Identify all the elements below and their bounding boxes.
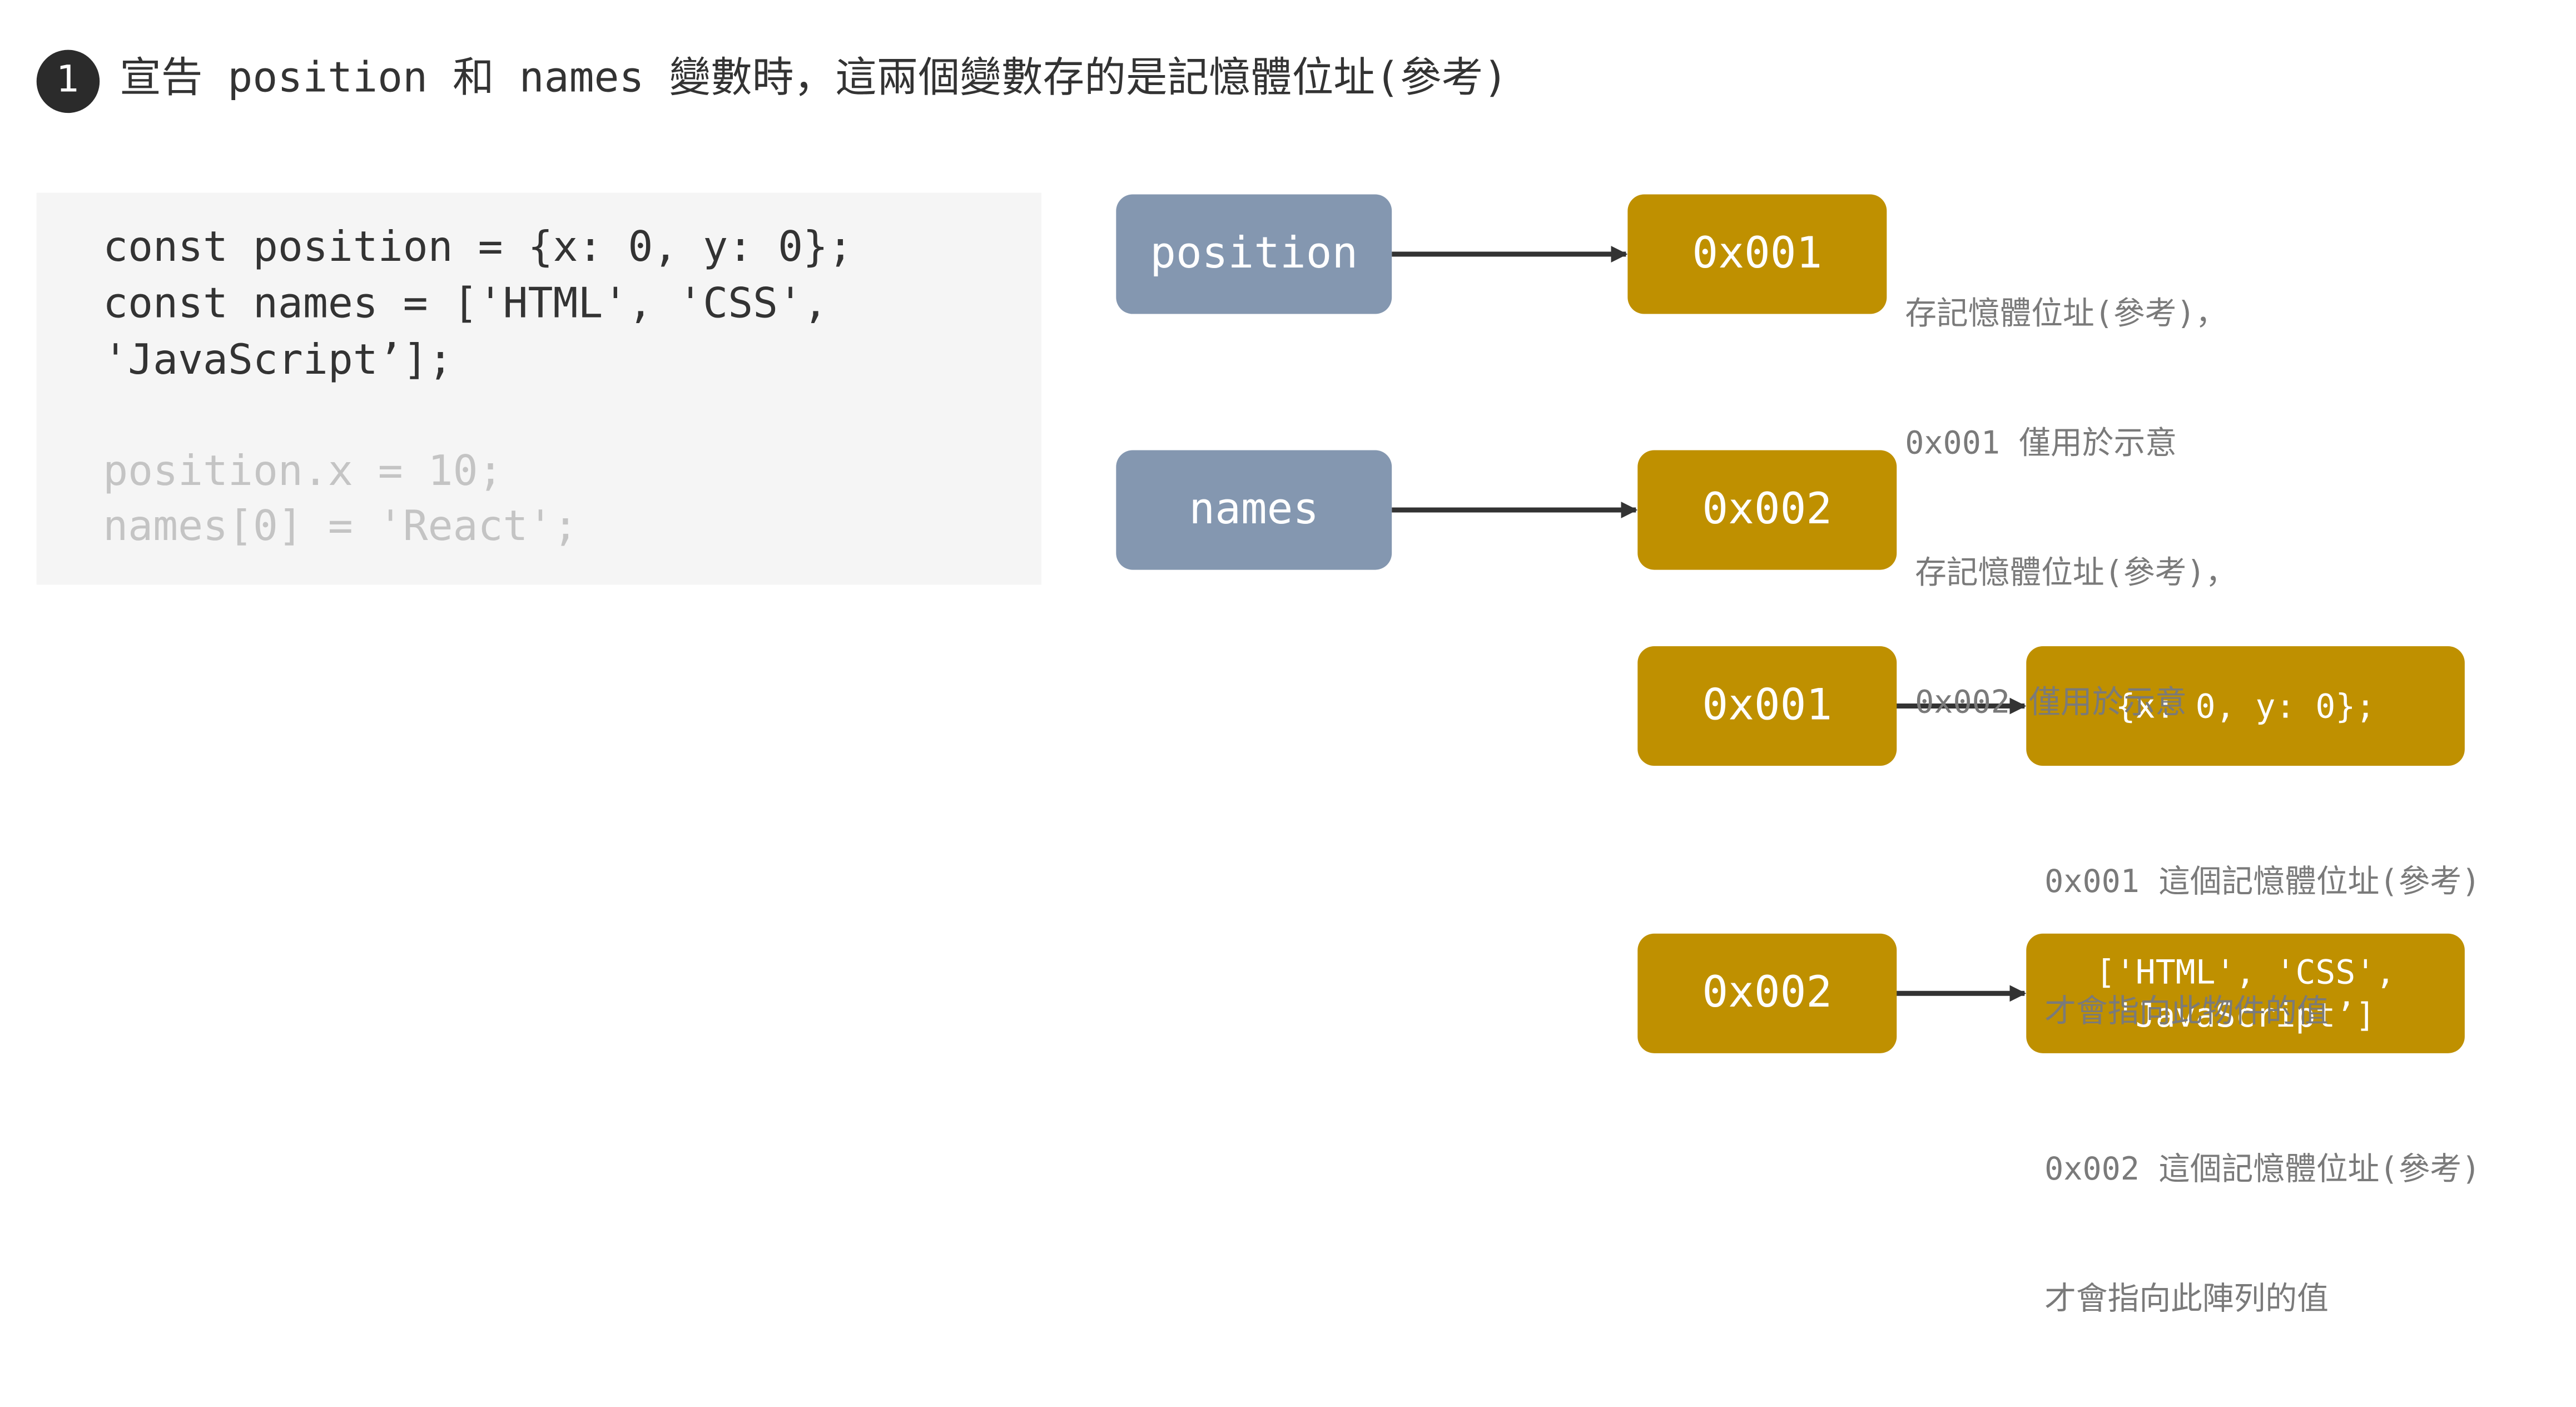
names-reference-note: 存記憶體位址(參考)， 0x002 僅用於示意 [1915,465,2237,810]
array-value-box: ['HTML', 'CSS', 'JavaScript’] [2026,933,2465,1053]
code-panel: const position = {x: 0, y: 0}; const nam… [36,192,1041,585]
array-value-line-2: 'JavaScript’] [2115,995,2376,1035]
variable-position-box: position [1116,194,1392,314]
code-line-3: 'JavaScript’]; [103,335,453,384]
variable-position-label: position [1150,229,1358,279]
variable-names-label: names [1189,485,1319,535]
note-line: 才會指向此物件的值 [2044,993,2329,1031]
arrow-layer [1392,246,2027,1002]
address-box-array: 0x002 [1637,933,1897,1053]
diagram-canvas: 1 宣告 position 和 names 變數時，這兩個變數存的是記憶體位址(… [36,49,2480,1317]
note-line: 才會指向此陣列的值 [2044,1281,2329,1317]
step-number-badge: 1 [36,49,100,113]
address-box-names: 0x002 [1637,450,1897,570]
object-value-label: {x: 0, y: 0}; [2115,686,2376,726]
note-line: 0x001 僅用於示意 [1905,425,2177,462]
address-box-position: 0x001 [1627,194,1887,314]
object-value-box: {x: 0, y: 0}; [2026,646,2465,766]
code-line-2: const names = ['HTML', 'CSS', [103,279,828,328]
code-line-1: const position = {x: 0, y: 0}; [103,222,853,271]
address-box-object: 0x001 [1637,646,1897,766]
position-reference-note: 存記憶體位址(參考)， 0x001 僅用於示意 [1905,206,2227,551]
array-reference-note: 0x002 這個記憶體位址(參考) 才會指向此陣列的值 [2044,1062,2480,1407]
code-line-4: position.x = 10; [103,447,503,496]
note-line: 存記憶體位址(參考)， [1915,554,2237,592]
address-label: 0x002 [1702,968,1833,1019]
note-line: 0x002 這個記憶體位址(參考) [2044,1151,2481,1188]
code-line-5: names[0] = 'React'; [103,502,578,550]
array-value-line-1: ['HTML', 'CSS', [2095,952,2396,992]
note-line: 存記憶體位址(參考)， [1905,295,2227,333]
object-reference-note: 0x001 這個記憶體位址(參考) 才會指向此物件的值 [2044,774,2480,1119]
address-label: 0x002 [1702,485,1833,535]
address-label: 0x001 [1702,681,1833,731]
address-label: 0x001 [1692,229,1823,279]
note-line: 0x001 這個記憶體位址(參考) [2044,864,2481,901]
step-heading: 宣告 position 和 names 變數時，這兩個變數存的是記憶體位址(參考… [120,53,1508,102]
variable-names-box: names [1116,450,1392,570]
note-line: 0x002 僅用於示意 [1915,684,2187,721]
